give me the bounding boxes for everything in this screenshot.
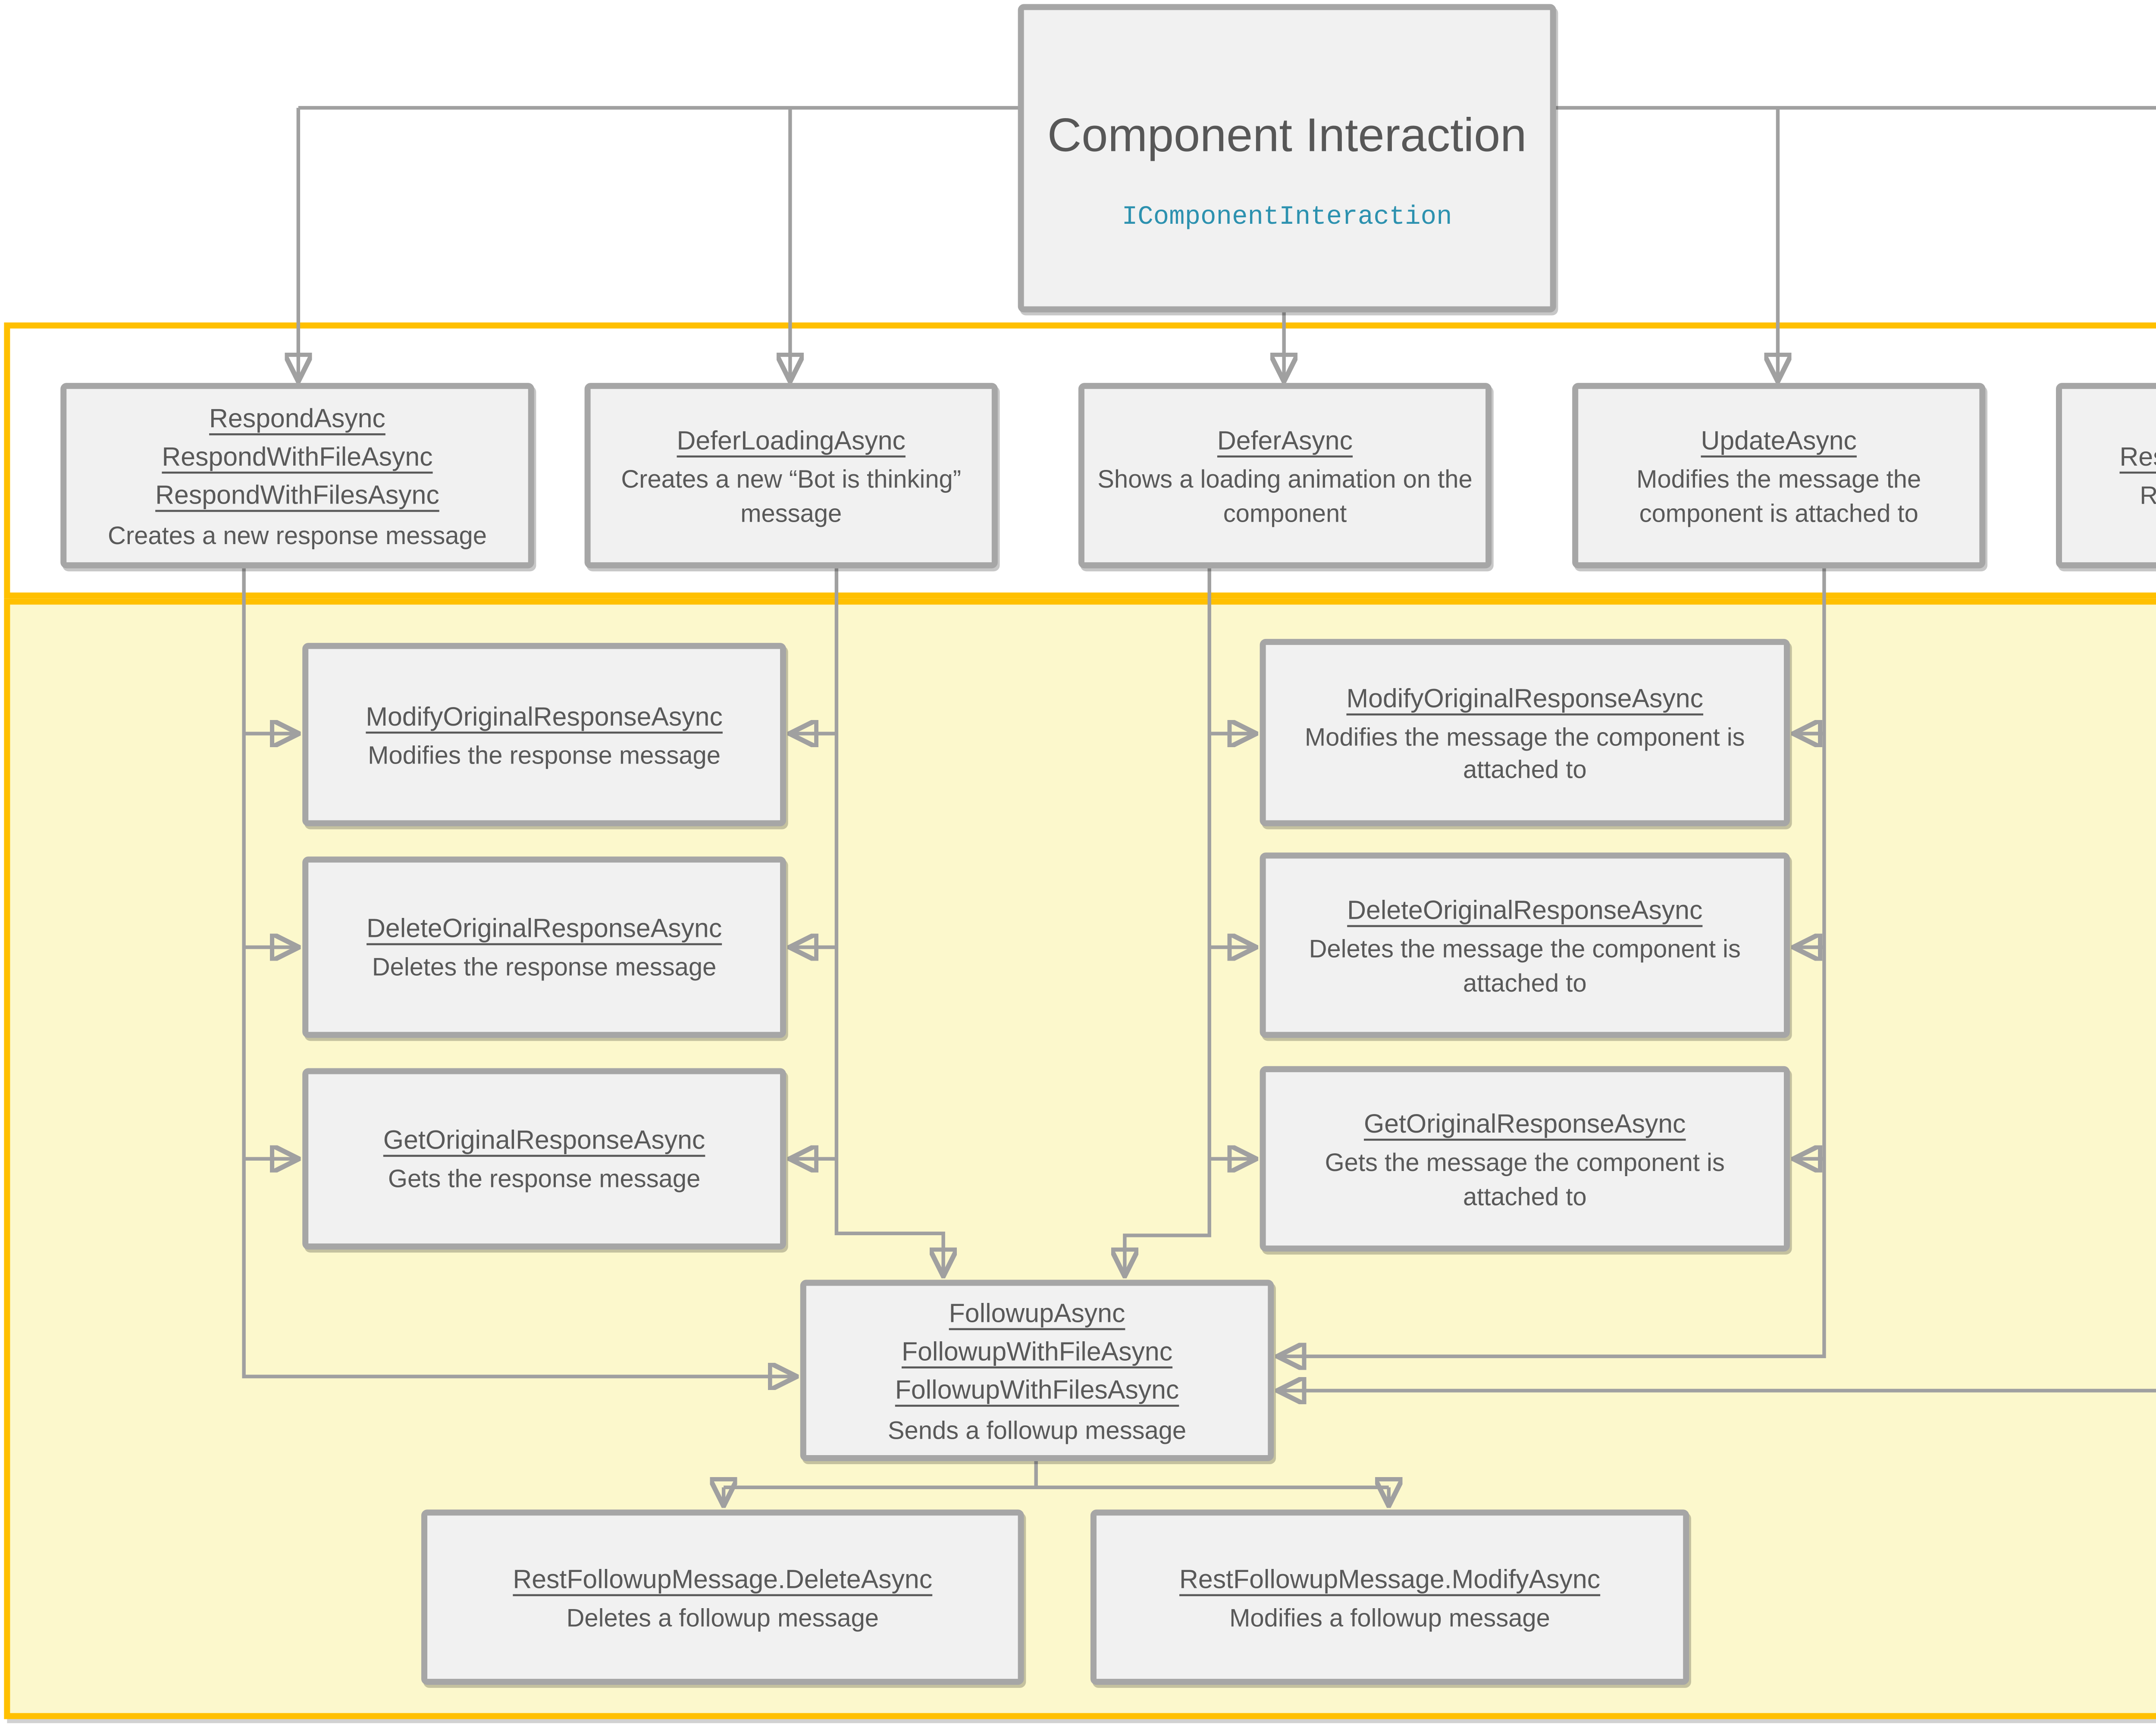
wire-update-down-to-followup — [1280, 568, 1826, 1356]
method-name: RestFollowupMessage.DeleteAsync — [513, 1563, 933, 1594]
method-name: RespondWithFilesAsync — [155, 480, 439, 511]
method-name: DeleteOriginalResponseAsync — [1347, 895, 1703, 925]
method-description: Deletes a followup message — [566, 1604, 879, 1632]
method-description: Responds with a modal — [2140, 481, 2156, 514]
wire-respond-down-to-followup — [242, 568, 794, 1376]
interface-name: IComponentInteraction — [1122, 202, 1452, 232]
component-interaction-title-box: Component Interaction IComponentInteract… — [1018, 4, 1556, 313]
method-name: DeferAsync — [1217, 425, 1353, 456]
method-name: GetOriginalResponseAsync — [383, 1125, 705, 1155]
method-description: Sends a followup message — [887, 1416, 1187, 1445]
method-name: RespondAsync — [209, 403, 385, 433]
method-name: FollowupWithFilesAsync — [895, 1375, 1179, 1406]
method-description: Shows a loading animation on the compone… — [1097, 466, 1473, 527]
method-description: Creates a new response message — [108, 521, 487, 550]
method-name: FollowupWithFileAsync — [901, 1337, 1173, 1367]
method-name: FollowupAsync — [949, 1298, 1125, 1328]
method-name: ModifyOriginalResponseAsync — [366, 701, 723, 731]
method-description: Gets the response message — [388, 1165, 701, 1194]
method-description: Modifies the message the component is at… — [1304, 723, 1745, 784]
method-description: Deletes the response message — [372, 954, 717, 983]
box-respond-with-modal-async: RespondWithModalAsyncResponds with a mod… — [2056, 383, 2156, 569]
method-name: RestFollowupMessage.ModifyAsync — [1179, 1563, 1601, 1594]
method-name: RespondWithFileAsync — [162, 441, 433, 472]
method-name: ModifyOriginalResponseAsync — [1346, 682, 1704, 713]
method-name: UpdateAsync — [1701, 425, 1857, 456]
method-description: Modifies the response message — [368, 741, 721, 770]
method-description: Deletes the message the component is att… — [1309, 936, 1741, 997]
method-description: Modifies the message the component is at… — [1636, 466, 1921, 527]
method-description: Modifies a followup message — [1229, 1604, 1550, 1632]
method-name: GetOriginalResponseAsync — [1363, 1108, 1686, 1139]
diagram-title: Component Interaction — [1047, 108, 1527, 161]
method-description: Creates a new “Bot is thinking” message — [621, 466, 962, 527]
method-description: Gets the message the component is attach… — [1325, 1149, 1725, 1211]
wire-deferloading-down-to-followup — [834, 568, 943, 1274]
method-name: RespondWithModalAsync — [2119, 441, 2156, 472]
wire-modal-down-to-followup — [1280, 568, 2156, 1390]
method-name: DeleteOriginalResponseAsync — [367, 913, 722, 944]
method-name: DeferLoadingAsync — [677, 425, 906, 456]
wire-defer-down-to-followup — [1125, 568, 1211, 1274]
